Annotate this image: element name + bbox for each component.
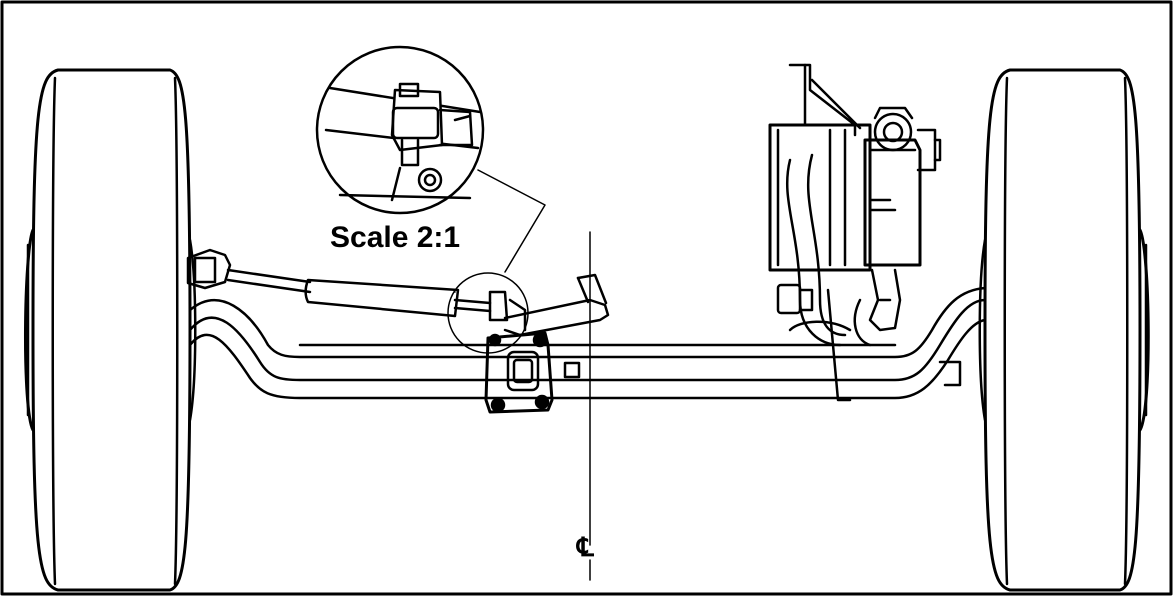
axle-beam bbox=[188, 286, 987, 400]
right-wheel bbox=[978, 68, 1150, 592]
valve-assembly bbox=[768, 63, 942, 402]
center-bracket bbox=[484, 331, 554, 414]
left-wheel bbox=[23, 68, 197, 592]
steering-arm bbox=[503, 273, 610, 337]
detail-reference-circle bbox=[447, 272, 529, 354]
detail-magnified-view bbox=[315, 45, 485, 215]
steering-cylinder bbox=[186, 248, 509, 322]
centerline-symbol: ℄ bbox=[576, 533, 595, 562]
detail-leader-lines bbox=[454, 169, 546, 293]
detail-scale-label: Scale 2:1 bbox=[330, 221, 460, 254]
